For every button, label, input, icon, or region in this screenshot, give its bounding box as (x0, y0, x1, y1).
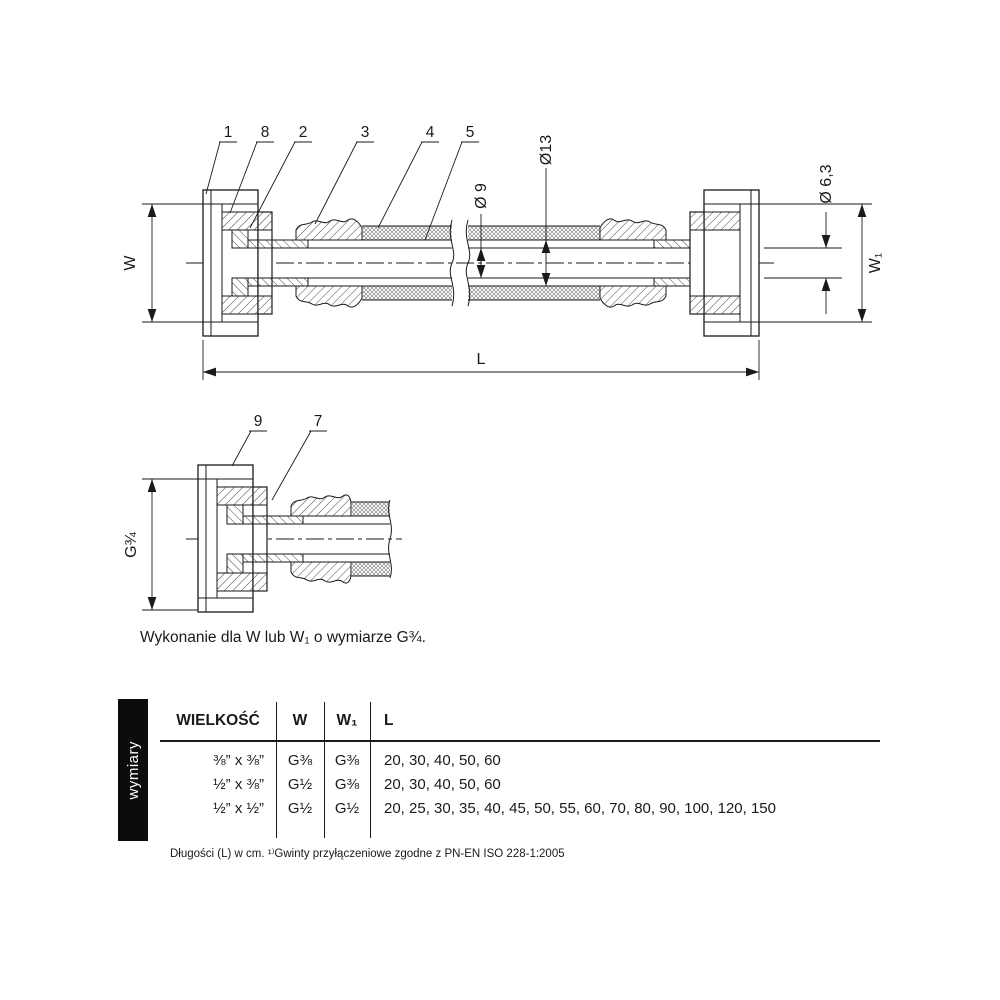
dim-label-l: L (477, 351, 486, 368)
right-coupling-nut (689, 189, 760, 337)
table-divider-3 (370, 702, 372, 838)
row-lengths: 20, 30, 40, 50, 60 (384, 776, 501, 793)
dim-diameter-6-3: Ø 6,3 (764, 164, 842, 314)
right-ferrule (599, 218, 667, 308)
left-coupling-nut (202, 189, 273, 337)
row-lengths: 20, 25, 30, 35, 40, 45, 50, 55, 60, 70, … (384, 800, 776, 817)
row-w: G½ (287, 776, 313, 793)
row-size: ⅜” x ⅜” (213, 752, 264, 769)
footnote: Długości (L) w cm. ¹⁾Gwinty przyłączenio… (170, 848, 565, 860)
row-size: ½” x ⅜” (213, 776, 264, 793)
callout-9: 9 (254, 413, 263, 430)
dimensions-tab-label: wymiary (124, 740, 142, 800)
dim-label-g34: G¾ (123, 531, 140, 557)
variant-note: Wykonanie dla W lub W₁ o wymiarze G¾. (140, 629, 426, 646)
callout-7: 7 (314, 413, 323, 430)
break-line-left (449, 219, 455, 307)
dim-w: W (122, 203, 203, 323)
row-w1: G⅜ (334, 752, 360, 769)
row-w1: G⅜ (334, 776, 360, 793)
callout-leaders (205, 141, 479, 241)
callout-8: 8 (261, 124, 270, 141)
row-lengths: 20, 30, 40, 50, 60 (384, 752, 501, 769)
column-header-w: W (292, 712, 308, 729)
table-divider-1 (276, 702, 278, 838)
break-line-right (465, 219, 471, 307)
detail-drawing: 9 7 G¾ (123, 413, 402, 613)
detail-callout-leaders (231, 430, 327, 501)
detail-break-line (388, 499, 392, 579)
detail-hose-stub (243, 499, 392, 579)
dim-label-d13: Ø13 (538, 135, 555, 165)
detail-ferrule (290, 494, 352, 584)
callout-3: 3 (361, 124, 370, 141)
callout-5: 5 (466, 124, 475, 141)
dim-length: L (202, 340, 760, 380)
dim-label-d63: Ø 6,3 (818, 164, 835, 203)
column-header-size: WIELKOŚĆ (176, 712, 260, 729)
column-header-w1: W₁ (336, 712, 358, 729)
dimensions-table: WIELKOŚĆ W W₁ L ⅜” x ⅜” G⅜ G⅜ 20, 30, 40… (160, 700, 880, 840)
dim-w1: W₁ (759, 203, 884, 323)
dimensions-tab: wymiary (118, 699, 148, 841)
dim-diameter-13: Ø13 (538, 135, 555, 286)
table-divider-2 (324, 702, 326, 838)
row-w: G½ (287, 800, 313, 817)
left-ferrule (295, 218, 363, 308)
callout-1: 1 (224, 124, 233, 141)
dim-label-d9: Ø 9 (473, 183, 490, 209)
dim-g34: G¾ (123, 478, 198, 611)
callout-4: 4 (426, 124, 435, 141)
dim-label-w: W (122, 255, 139, 271)
column-header-l: L (384, 712, 394, 729)
table-header-rule (160, 740, 880, 742)
row-size: ½” x ½” (213, 800, 264, 817)
row-w: G⅜ (287, 752, 313, 769)
row-w1: G½ (334, 800, 360, 817)
braided-hose (232, 219, 730, 307)
left-nipple (231, 229, 309, 297)
detail-coupling-nut (197, 464, 268, 613)
callout-2: 2 (299, 124, 308, 141)
main-assembly-drawing: 1 8 2 3 4 5 Ø 9 Ø13 (122, 124, 884, 380)
dim-diameter-9: Ø 9 (473, 183, 490, 278)
dim-label-w1: W₁ (867, 253, 884, 274)
technical-drawing: 1 8 2 3 4 5 Ø 9 Ø13 (122, 124, 884, 613)
